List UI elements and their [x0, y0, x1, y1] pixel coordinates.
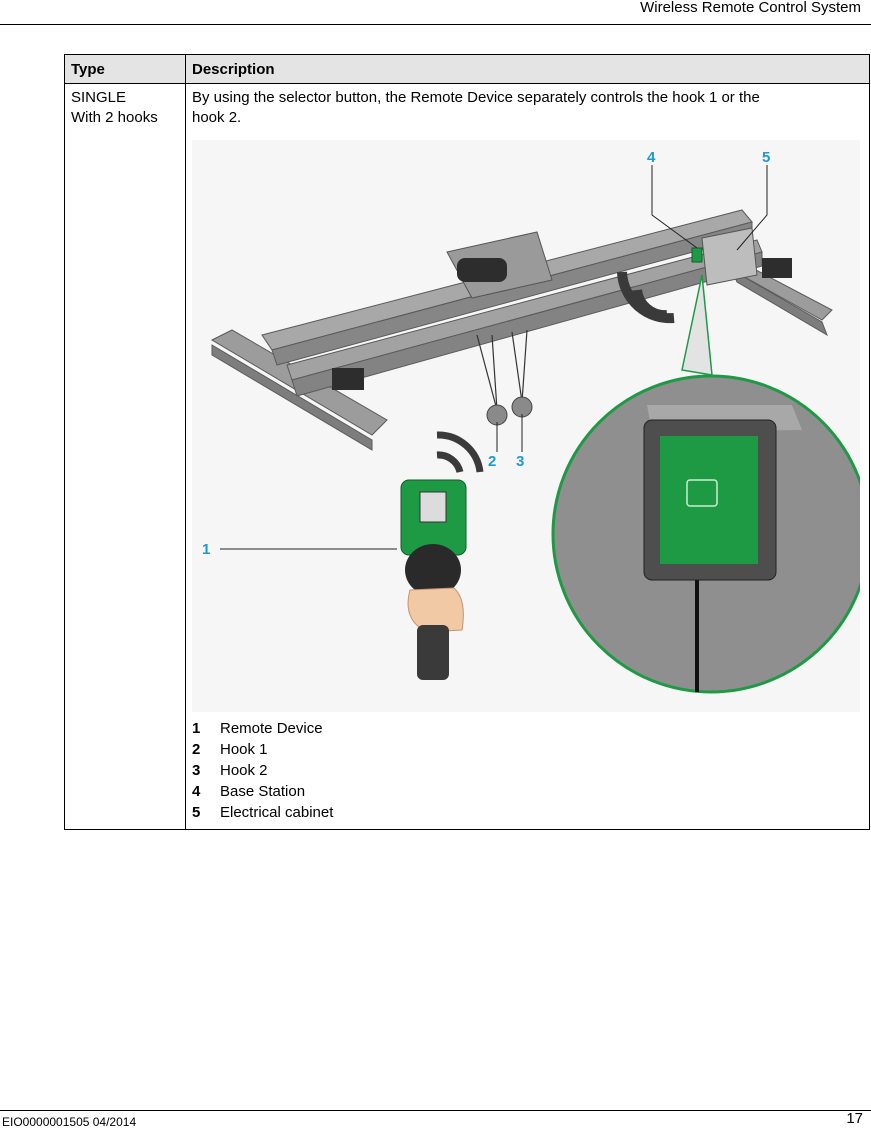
callout-1: 1 [202, 541, 210, 558]
type-variant: With 2 hooks [71, 109, 158, 126]
callout-2: 2 [488, 453, 496, 470]
description-line: By using the selector button, the Remote… [192, 89, 760, 106]
document-id: EIO0000001505 04/2014 [2, 1115, 137, 1129]
running-header: Wireless Remote Control System [640, 0, 861, 16]
column-header-description: Description [185, 54, 870, 84]
crane-figure: 1 2 3 4 5 [192, 140, 860, 712]
column-header-type: Type [64, 54, 186, 84]
type-name: SINGLE [71, 89, 127, 106]
table-row: SINGLE With 2 hooks By using the selecto… [64, 83, 870, 830]
callout-5: 5 [762, 149, 770, 166]
description-line: hook 2. [192, 109, 242, 126]
callout-4: 4 [647, 149, 656, 166]
wireless-signal-icon [436, 451, 464, 474]
type-cell: SINGLE With 2 hooks [64, 83, 186, 830]
overhead-crane-illustration [210, 209, 833, 451]
description-cell: By using the selector button, the Remote… [185, 83, 870, 830]
page-number: 17 [846, 1110, 863, 1127]
base-station-illustration [643, 419, 777, 581]
remote-device-illustration [400, 479, 467, 680]
header-rule [0, 24, 871, 25]
callout-3: 3 [516, 453, 524, 470]
footer-rule [0, 1110, 871, 1111]
type-description-table: Type Description SINGLE With 2 hooks By … [64, 54, 870, 830]
